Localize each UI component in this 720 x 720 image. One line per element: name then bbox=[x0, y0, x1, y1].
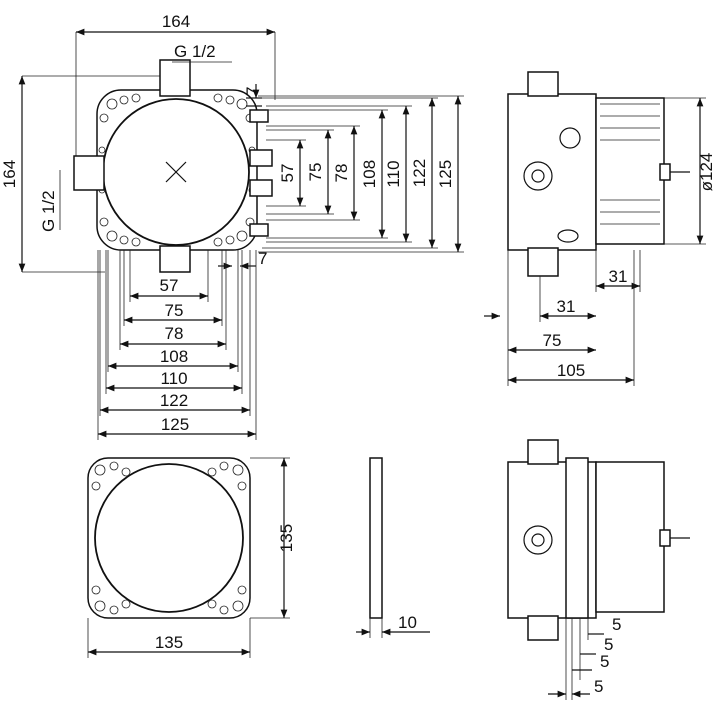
svg-text:78: 78 bbox=[165, 324, 184, 343]
svg-text:78: 78 bbox=[332, 164, 351, 183]
svg-text:57: 57 bbox=[278, 164, 297, 183]
dim-depth-31-right: 31 bbox=[609, 267, 628, 286]
svg-text:125: 125 bbox=[161, 415, 189, 434]
seal-view: 10 bbox=[356, 457, 430, 638]
bottom-connector bbox=[159, 245, 191, 273]
dim-depth-31-left: 31 bbox=[557, 297, 576, 316]
section-view: 5 5 5 5 bbox=[507, 439, 690, 700]
dim-offset-bottom-7: 7 bbox=[258, 249, 267, 268]
section-sleeve bbox=[595, 461, 665, 613]
dim-diameter: ø124 bbox=[697, 153, 716, 192]
svg-text:110: 110 bbox=[384, 160, 403, 187]
vertical-dims: 57 75 78 108 110 122 125 bbox=[258, 95, 464, 253]
horizontal-dims: 57 75 78 108 110 122 125 bbox=[97, 250, 257, 440]
svg-text:5: 5 bbox=[594, 677, 603, 696]
side-bottom-connector bbox=[527, 247, 559, 277]
svg-text:57: 57 bbox=[160, 276, 179, 295]
svg-text:108: 108 bbox=[360, 160, 379, 188]
right-port-2 bbox=[249, 179, 273, 197]
section-step-dims: 5 5 5 5 bbox=[548, 615, 621, 700]
plate-holes bbox=[91, 461, 247, 615]
dim-width-164: 164 bbox=[162, 12, 190, 31]
section-spacer bbox=[565, 457, 589, 619]
svg-text:5: 5 bbox=[600, 652, 609, 671]
dim-height-164: 164 bbox=[0, 160, 19, 188]
dim-depth-75: 75 bbox=[543, 331, 562, 350]
right-port-4 bbox=[249, 223, 269, 237]
plate-view: 135 135 bbox=[87, 457, 296, 658]
mounting-plate bbox=[96, 89, 258, 251]
dim-plate-width: 135 bbox=[155, 633, 183, 652]
section-bottom-connector bbox=[527, 615, 559, 641]
dim-depth-105: 105 bbox=[557, 361, 585, 380]
side-view: ø124 31 31 75 105 bbox=[484, 71, 716, 386]
svg-text:75: 75 bbox=[306, 163, 325, 182]
side-top-connector bbox=[527, 71, 559, 97]
plate-circle bbox=[94, 463, 244, 613]
left-connector bbox=[73, 155, 105, 191]
side-sleeve bbox=[595, 97, 665, 245]
top-connector bbox=[159, 59, 191, 97]
svg-text:5: 5 bbox=[612, 615, 621, 634]
thread-top-label: G 1/2 bbox=[174, 42, 216, 61]
svg-text:122: 122 bbox=[160, 391, 188, 410]
svg-text:122: 122 bbox=[410, 159, 429, 187]
dim-offset-top-7: 7 bbox=[243, 87, 262, 96]
svg-text:75: 75 bbox=[165, 301, 184, 320]
dim-plate-height: 135 bbox=[277, 524, 296, 552]
right-port-3 bbox=[249, 109, 269, 123]
svg-text:108: 108 bbox=[160, 347, 188, 366]
svg-text:110: 110 bbox=[160, 369, 187, 388]
right-port-1 bbox=[249, 149, 273, 167]
plate-outline bbox=[87, 457, 251, 619]
front-view: 164 G 1/2 7 164 G 1/2 57 75 78 108 bbox=[0, 12, 464, 440]
svg-text:125: 125 bbox=[436, 160, 455, 188]
thread-left-label: G 1/2 bbox=[39, 190, 58, 232]
svg-text:5: 5 bbox=[604, 635, 613, 654]
section-top-connector bbox=[527, 439, 559, 465]
dim-seal-thickness: 10 bbox=[398, 613, 417, 632]
seal-profile bbox=[369, 457, 383, 619]
